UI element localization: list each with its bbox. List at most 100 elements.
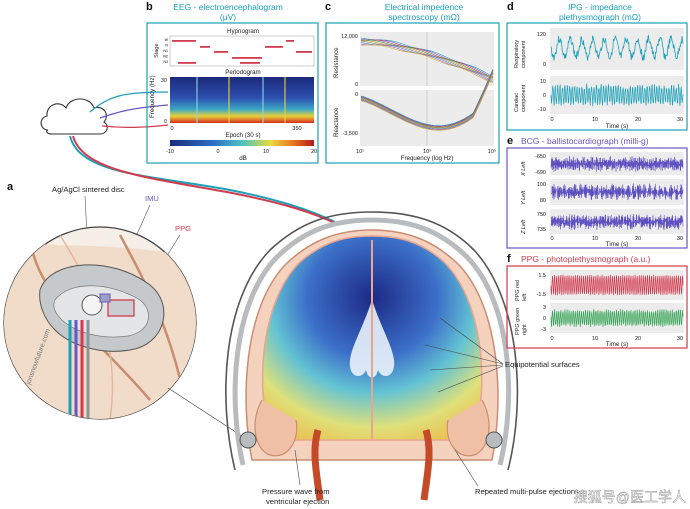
resistance-ylabel: Resistance [333,47,340,78]
hypnogram-segment-6 [296,51,312,53]
label-equipotential: Equipotential surfaces [505,360,580,369]
ipg-cardiac-trace [550,83,684,107]
left-ear-device [239,431,257,449]
ipg-card-ytick-0: 0 [543,93,546,99]
panel-letter-d: d [507,1,514,13]
ppg-green-ytick-2: 0 [543,316,546,322]
resistance-ytick-0: 0 [355,82,358,88]
periodogram-ytick-30: 30 [161,78,167,84]
label-ppg: PPG [175,224,191,233]
hypnogram-segment-1 [200,46,210,48]
ipg-card-ylabel-2: component [521,84,527,112]
bcg-xtick-10: 10 [592,236,598,242]
bcg-xlabel: Time (s) [606,241,628,248]
bcg-xtick-20: 20 [635,236,641,242]
ipg-card-ylabel-1: Cardiac [514,93,520,112]
colorbar-tick-10: 10 [263,149,269,155]
reactance-ytick-m3500: -3,500 [342,131,358,137]
bcg-xtick-30: 30 [677,236,683,242]
ipg-resp-ylabel-2: component [521,40,527,68]
periodogram-ytick-0: 0 [164,119,167,125]
eis-xlabel: Frequency (log Hz) [401,155,454,162]
reactance-curve-6 [360,72,494,130]
ppg-green-ylabel-1: PPG green [515,308,521,335]
hypnogram-marks [172,40,312,64]
bcg-z-ytick-2: 735 [537,227,546,233]
label-sensor-disc: Ag/AgCl sintered disc [52,185,125,194]
ipg-resp-ylabel-1: Respiratory [514,40,520,68]
colorbar-label: dB [239,155,247,162]
ipg-xtick-20: 20 [635,117,641,123]
periodogram-xlabel: Epoch (30 s) [225,132,260,139]
bcg-y-ytick-1: 100 [537,182,546,188]
bcg-title: BCG - ballistocardiograph (milli-g) [521,136,649,146]
reactance-ytick-0: 0 [355,92,358,98]
eeg-frame [146,22,319,164]
head-outline [225,211,519,471]
periodogram-title: Periodogram [225,69,260,76]
periodogram-xtick-0: 0 [170,126,173,132]
ppg-red-ytick-1: 1.5 [538,273,546,279]
label-repeated-ejections: Repeated multi-pulse ejections [475,487,579,496]
hypnogram-segment-0 [172,40,196,42]
stage-tick-r: R [165,44,168,48]
braided-cable-red [72,135,338,225]
panel-b: b EEG - electroencephalogram (μV) Hypnog… [146,1,319,164]
ipg-cardiac-line [550,83,684,107]
label-pressure-wave: Pressure wave from [262,487,330,496]
resistance-curve-8 [361,44,494,83]
ipg-xtick-0: 0 [550,117,553,123]
colorbar-tick-m10: -10 [166,149,174,155]
eeg-unit: (μV) [220,12,236,22]
right-ear-device [485,431,503,449]
bcg-y-trace [550,183,684,201]
ppg-green-ytick-3: -3 [541,327,546,333]
ppg-xtick-10: 10 [592,336,598,342]
resistance-curves [360,37,494,83]
reactance-ylabel: Reactance [333,107,340,137]
stage-tick-n2: N2 [163,55,168,59]
hypnogram-segment-3 [232,57,262,59]
resistance-curve-7 [360,43,494,83]
bcg-x-ytick-1: -650 [535,154,546,160]
periodogram-streaks [196,77,286,123]
ppg-xtick-30: 30 [677,336,683,342]
reactance-curve-1 [360,69,494,127]
cable-to-ppg [101,124,169,128]
panel-letter-f: f [507,253,511,265]
colorbar-tick-0: 0 [216,149,219,155]
eis-xtick-1: 10¹ [356,149,364,155]
hypnogram-title: Hypnogram [227,28,259,35]
ppg-xtick-0: 0 [550,336,553,342]
bcg-z-ytick-1: 750 [537,212,546,218]
ipg-respiratory-trace [550,34,684,62]
reactance-curves [360,68,494,131]
spectrogram-streak-1 [228,77,230,123]
ipg-resp-ytick-0: 0 [543,62,546,68]
bcg-z-trace [550,214,684,230]
periodogram-xtick-350: 350 [292,126,301,132]
ipg-xlabel: Time (s) [606,123,628,130]
ipg-respiratory-axes [550,28,684,70]
ppg-red-trace [550,274,684,296]
panel-letter-e: e [507,135,513,147]
braided-cable-teal [69,135,336,223]
panel-a: a Ag/AgCl sintered disc IMU PPG [3,91,580,506]
bcg-y-ytick-2: 80 [540,198,546,204]
eis-title: Electrical impedence [385,2,464,12]
stage-tick-w: W [165,38,169,42]
label-imu: IMU [145,194,159,203]
reactance-curve-3 [360,70,494,128]
spectrogram-streak-0 [196,77,198,123]
watermark: 搜狐号@医工学人 [574,489,686,505]
reactance-curve-8 [360,73,494,131]
spectrogram-streak-3 [284,77,286,123]
bcg-frame [506,147,688,249]
ppg-title: PPG - photoplethysmograph (a.u.) [521,254,651,264]
bcg-x-ylabel: X Left [521,161,527,177]
ipg-xtick-10: 10 [592,117,598,123]
hypnogram-stage-ticks: W R N1 N2 N3 [163,38,168,64]
ipg-card-ytick-10: 10 [540,79,546,85]
ppg-green-ytick-1: 3 [543,305,546,311]
